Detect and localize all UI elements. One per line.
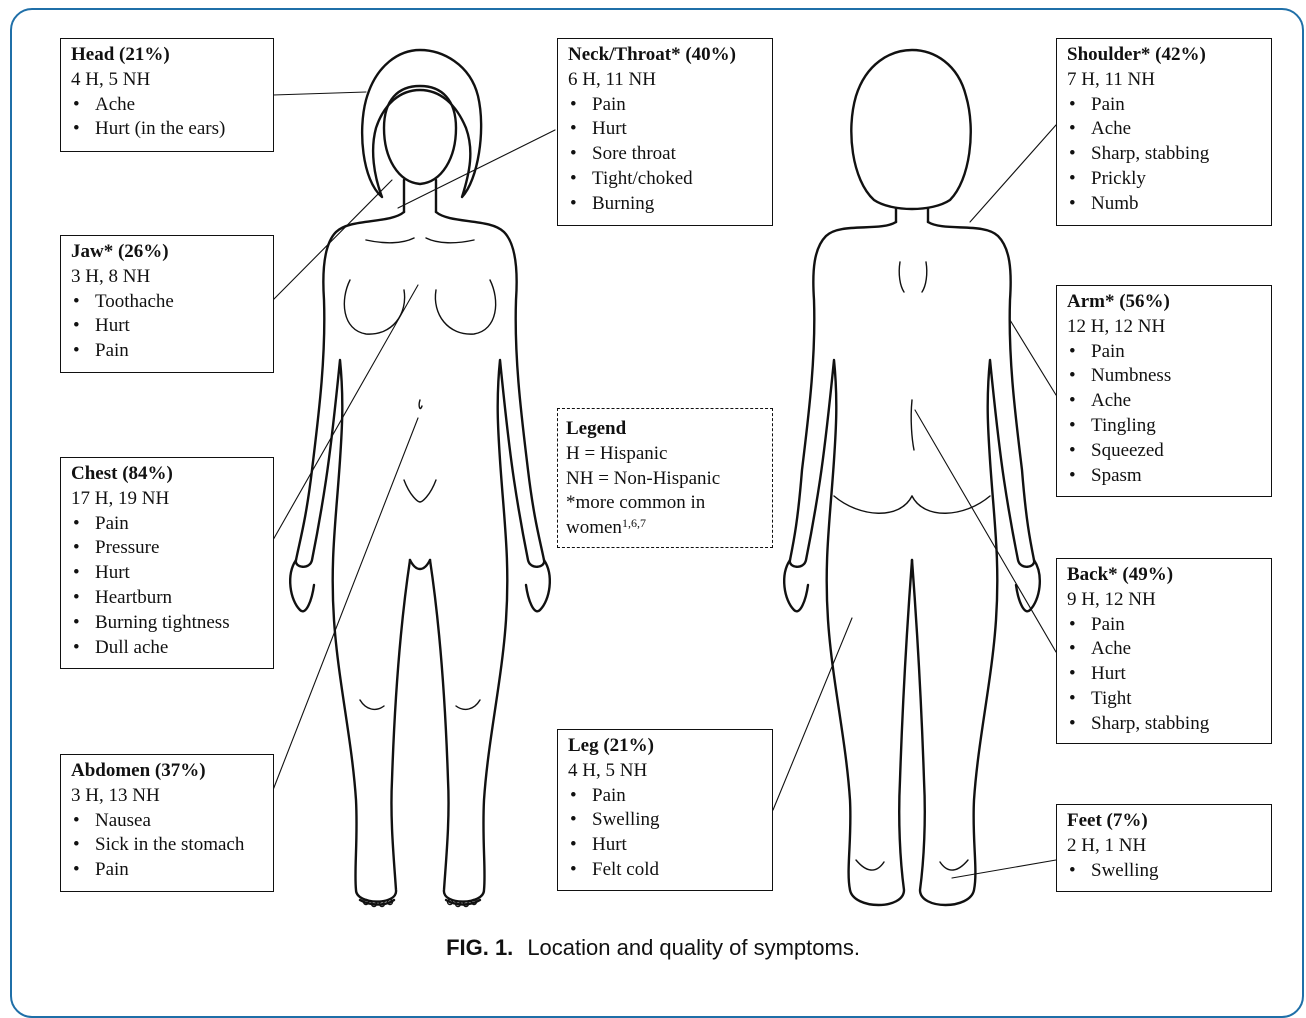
figure-caption: FIG. 1. Location and quality of symptoms.	[0, 935, 1306, 961]
legend-women: women	[566, 517, 622, 538]
back-counts: 9 H, 12 NH	[1067, 588, 1261, 613]
legend-line: H = Hispanic	[566, 442, 764, 467]
shoulder-box: Shoulder* (42%) 7 H, 11 NH Pain Ache Sha…	[1056, 38, 1272, 226]
caption-text: Location and quality of symptoms.	[527, 935, 860, 960]
abdomen-symptom: Nausea	[71, 809, 263, 834]
feet-box: Feet (7%) 2 H, 1 NH Swelling	[1056, 804, 1272, 892]
caption-label: FIG. 1.	[446, 935, 513, 960]
chest-symptom: Burning tightness	[71, 611, 263, 636]
head-title: Head (21%)	[71, 43, 263, 68]
feet-title: Feet (7%)	[1067, 809, 1261, 834]
chest-symptom: Heartburn	[71, 586, 263, 611]
back-symptom: Ache	[1067, 637, 1261, 662]
arm-symptom: Numbness	[1067, 364, 1261, 389]
neck-symptom: Sore throat	[568, 142, 762, 167]
arm-symptom: Spasm	[1067, 464, 1261, 489]
shoulder-symptom: Pain	[1067, 93, 1261, 118]
back-title: Back* (49%)	[1067, 563, 1261, 588]
back-figure	[784, 50, 1040, 905]
shoulder-symptom: Prickly	[1067, 167, 1261, 192]
neck-title: Neck/Throat* (40%)	[568, 43, 762, 68]
legend-refs: 1,6,7	[622, 516, 646, 530]
shoulder-counts: 7 H, 11 NH	[1067, 68, 1261, 93]
legend-line: NH = Non-Hispanic	[566, 467, 764, 492]
chest-box: Chest (84%) 17 H, 19 NH Pain Pressure Hu…	[60, 457, 274, 669]
leg-symptom: Pain	[568, 784, 762, 809]
leg-symptom: Hurt	[568, 833, 762, 858]
jaw-symptom: Toothache	[71, 290, 263, 315]
jaw-box: Jaw* (26%) 3 H, 8 NH Toothache Hurt Pain	[60, 235, 274, 373]
chest-symptom: Dull ache	[71, 636, 263, 661]
back-symptom: Pain	[1067, 613, 1261, 638]
head-symptom: Ache	[71, 93, 263, 118]
chest-symptom: Pressure	[71, 536, 263, 561]
neck-symptom: Tight/choked	[568, 167, 762, 192]
shoulder-symptom: Numb	[1067, 192, 1261, 217]
jaw-counts: 3 H, 8 NH	[71, 265, 263, 290]
chest-symptom: Pain	[71, 512, 263, 537]
leg-symptom: Felt cold	[568, 858, 762, 883]
arm-symptom: Tingling	[1067, 414, 1261, 439]
arm-symptom: Squeezed	[1067, 439, 1261, 464]
back-symptom: Sharp, stabbing	[1067, 712, 1261, 737]
neck-counts: 6 H, 11 NH	[568, 68, 762, 93]
neck-symptom: Burning	[568, 192, 762, 217]
abdomen-title: Abdomen (37%)	[71, 759, 263, 784]
head-counts: 4 H, 5 NH	[71, 68, 263, 93]
legend-line: *more common in	[566, 491, 764, 516]
arm-counts: 12 H, 12 NH	[1067, 315, 1261, 340]
leg-title: Leg (21%)	[568, 734, 762, 759]
arm-symptom: Pain	[1067, 340, 1261, 365]
jaw-symptom: Pain	[71, 339, 263, 364]
legend-title: Legend	[566, 417, 764, 442]
jaw-title: Jaw* (26%)	[71, 240, 263, 265]
arm-symptom: Ache	[1067, 389, 1261, 414]
shoulder-symptom: Ache	[1067, 117, 1261, 142]
leg-symptom: Swelling	[568, 808, 762, 833]
legend-box: Legend H = Hispanic NH = Non-Hispanic *m…	[557, 408, 773, 548]
chest-title: Chest (84%)	[71, 462, 263, 487]
head-symptom: Hurt (in the ears)	[71, 117, 263, 142]
arm-title: Arm* (56%)	[1067, 290, 1261, 315]
abdomen-symptom: Sick in the stomach	[71, 833, 263, 858]
leg-box: Leg (21%) 4 H, 5 NH Pain Swelling Hurt F…	[557, 729, 773, 891]
abdomen-counts: 3 H, 13 NH	[71, 784, 263, 809]
feet-symptom: Swelling	[1067, 859, 1261, 884]
back-box: Back* (49%) 9 H, 12 NH Pain Ache Hurt Ti…	[1056, 558, 1272, 744]
neck-symptom: Pain	[568, 93, 762, 118]
chest-counts: 17 H, 19 NH	[71, 487, 263, 512]
shoulder-symptom: Sharp, stabbing	[1067, 142, 1261, 167]
legend-line: women1,6,7	[566, 516, 764, 541]
front-details	[344, 238, 495, 907]
back-symptom: Hurt	[1067, 662, 1261, 687]
neck-throat-box: Neck/Throat* (40%) 6 H, 11 NH Pain Hurt …	[557, 38, 773, 226]
shoulder-title: Shoulder* (42%)	[1067, 43, 1261, 68]
abdomen-symptom: Pain	[71, 858, 263, 883]
arm-box: Arm* (56%) 12 H, 12 NH Pain Numbness Ach…	[1056, 285, 1272, 497]
jaw-symptom: Hurt	[71, 314, 263, 339]
feet-counts: 2 H, 1 NH	[1067, 834, 1261, 859]
chest-symptom: Hurt	[71, 561, 263, 586]
head-box: Head (21%) 4 H, 5 NH Ache Hurt (in the e…	[60, 38, 274, 152]
front-figure	[290, 50, 550, 905]
leg-counts: 4 H, 5 NH	[568, 759, 762, 784]
abdomen-box: Abdomen (37%) 3 H, 13 NH Nausea Sick in …	[60, 754, 274, 892]
neck-symptom: Hurt	[568, 117, 762, 142]
back-symptom: Tight	[1067, 687, 1261, 712]
